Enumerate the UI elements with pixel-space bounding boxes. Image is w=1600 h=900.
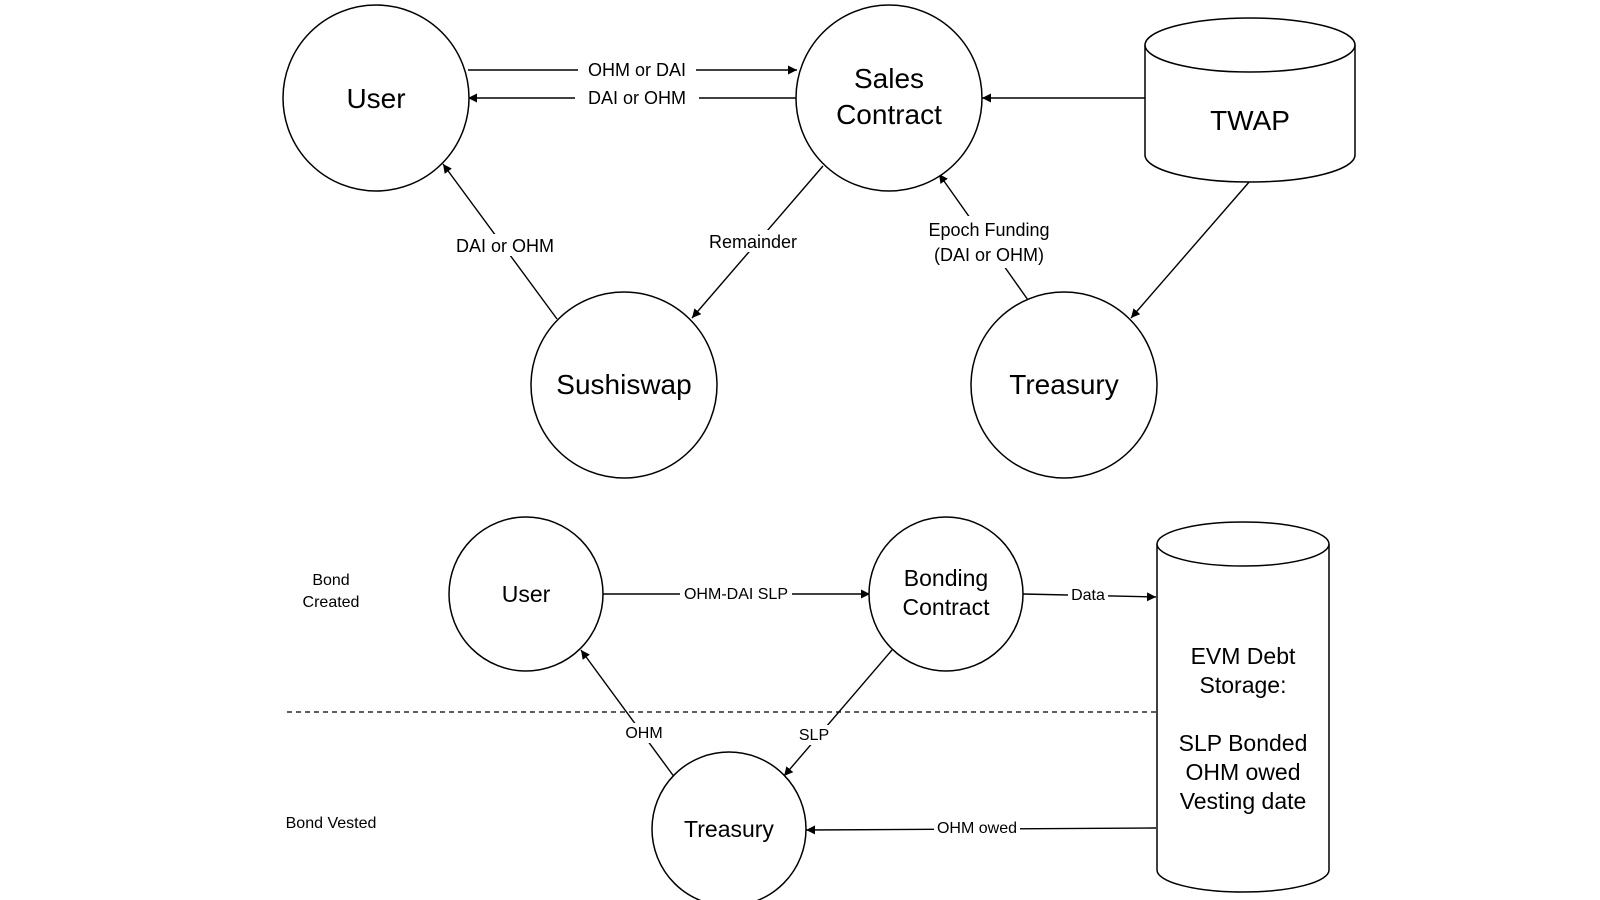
- bottom-user-label: User: [502, 581, 551, 607]
- top-user-node: [282, 4, 470, 192]
- bottom-treasury-node: [651, 751, 807, 900]
- evm-storage-line2: Storage:: [1200, 672, 1287, 698]
- sales-contract-label-line1: Sales: [854, 63, 924, 94]
- top-treasury-label: Treasury: [1009, 369, 1118, 400]
- label-sales-to-user: DAI or OHM: [588, 88, 686, 108]
- phase-vested: Bond Vested: [286, 815, 377, 832]
- edge-bonding-to-treasury: [783, 649, 893, 777]
- edge-twap-to-treasury: [1130, 180, 1251, 319]
- top-user-label: User: [346, 83, 405, 114]
- evm-debt-storage-cylinder: [1156, 521, 1330, 893]
- bonding-contract-node: [868, 516, 1024, 672]
- label-treasury-to-user: OHM: [625, 725, 662, 742]
- edge-treasury-to-user: [580, 649, 676, 779]
- sushiswap-node: [530, 291, 718, 479]
- bottom-user-node: [448, 516, 604, 672]
- evm-storage-line5: Vesting date: [1180, 788, 1307, 814]
- phase-created-line1: Bond: [312, 572, 349, 589]
- evm-storage-line4: OHM owed: [1185, 759, 1300, 785]
- label-bonding-to-storage: Data: [1071, 587, 1105, 604]
- bonding-contract-label-line2: Contract: [903, 594, 991, 620]
- sales-contract-label-line2: Contract: [836, 99, 942, 130]
- label-bonding-to-treasury: SLP: [799, 727, 829, 744]
- evm-storage-line3: SLP Bonded: [1179, 730, 1308, 756]
- label-user-to-sales: OHM or DAI: [588, 60, 686, 80]
- phase-created-line2: Created: [303, 594, 360, 611]
- sushiswap-label: Sushiswap: [556, 369, 691, 400]
- label-storage-to-treasury: OHM owed: [937, 820, 1017, 837]
- bonding-contract-label-line1: Bonding: [904, 565, 988, 591]
- evm-storage-line1: EVM Debt: [1191, 643, 1296, 669]
- bottom-treasury-label: Treasury: [684, 816, 774, 842]
- twap-cylinder: [1144, 17, 1356, 183]
- label-treasury-to-sales-line2: (DAI or OHM): [934, 245, 1044, 265]
- twap-label: TWAP: [1210, 105, 1290, 136]
- sales-contract-node: [795, 4, 983, 192]
- label-user-to-bonding: OHM-DAI SLP: [684, 586, 788, 603]
- label-sushiswap-to-user: DAI or OHM: [456, 236, 554, 256]
- label-sales-to-sushiswap: Remainder: [709, 232, 797, 252]
- top-treasury-node: [970, 291, 1158, 479]
- label-treasury-to-sales-line1: Epoch Funding: [928, 220, 1049, 240]
